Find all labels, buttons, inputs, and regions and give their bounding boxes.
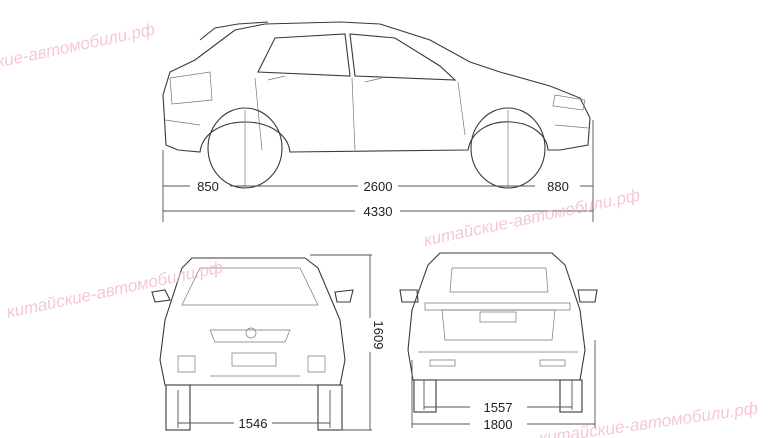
front-left-tire: [165, 384, 191, 431]
watermark-text: китайские-автомобили.рф: [538, 398, 759, 438]
rear-body-outline: [407, 252, 586, 381]
wheelbase-label: 2600: [364, 179, 393, 194]
rear-bumper: [418, 351, 578, 367]
height-label: 1609: [371, 321, 386, 350]
tail-light-bar: [424, 302, 571, 311]
side-dimensions: 850 2600 880 4330: [162, 120, 594, 222]
plate-area: [231, 352, 277, 367]
door-lines: [254, 77, 466, 151]
watermark-text: китайские-автомобили.рф: [422, 185, 642, 249]
tailgate: [441, 309, 556, 341]
rear-view: [399, 252, 598, 413]
side-body-outline: [162, 21, 591, 153]
front-dimensions: 1609 1546: [177, 254, 386, 431]
tail-light: [169, 71, 213, 105]
rear-window: [257, 33, 351, 77]
rear-overhang-label: 880: [547, 179, 569, 194]
front-right-tire: [317, 384, 343, 431]
side-view: [162, 21, 591, 189]
front-track-label: 1546: [239, 416, 268, 431]
logo-emblem: [245, 327, 257, 339]
head-light: [552, 94, 586, 111]
rear-left-tire: [413, 379, 437, 413]
windshield: [181, 267, 319, 306]
watermark-text: китайские-автомобили.рф: [5, 257, 225, 321]
watermarks: китайские-автомобили.рф китайские-автомо…: [0, 19, 759, 438]
front-view: [151, 257, 354, 431]
roof-spoiler: [199, 21, 269, 41]
grille: [209, 329, 291, 343]
rear-track-label: 1557: [484, 400, 513, 415]
rear-dimensions: 1557 1800: [411, 340, 596, 432]
rear-mirrors: [399, 289, 598, 303]
front-window: [349, 33, 457, 81]
mirrors: [151, 289, 354, 303]
rear-window: [449, 267, 549, 293]
watermark-text: китайские-автомобили.рф: [0, 19, 157, 83]
bumper-lines: [164, 119, 589, 129]
rear-right-tire: [559, 379, 583, 413]
fog-lights: [177, 355, 326, 373]
rear-badge: [479, 311, 517, 323]
door-handles: [267, 75, 383, 83]
wheel-centerlines: [244, 110, 509, 188]
width-label: 1800: [484, 417, 513, 432]
front-overhang-label: 850: [197, 179, 219, 194]
length-label: 4330: [364, 204, 393, 219]
